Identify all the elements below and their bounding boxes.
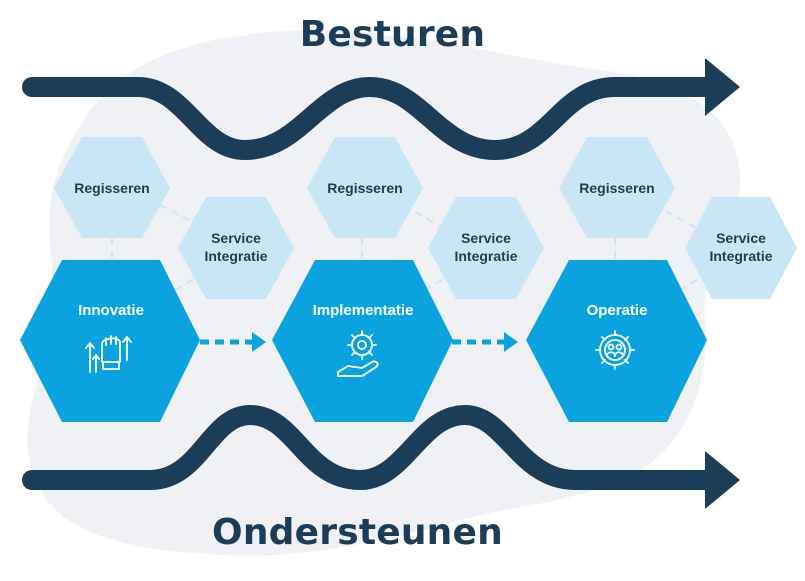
hex-service-integratie-2: Service Integratie <box>428 197 544 299</box>
top-flow-arrow <box>22 77 716 160</box>
bottom-arrow-head <box>705 451 740 509</box>
gear-wrench-hand-icon <box>337 330 379 377</box>
hex-service-integratie-3: Service Integratie <box>685 197 797 299</box>
hex-service-integratie-1: Service Integratie <box>178 197 294 299</box>
hex-innovatie: Innovatie <box>20 260 200 422</box>
integratie-label: Integratie <box>454 248 517 264</box>
hex-regisseren-2: Regisseren <box>307 137 423 238</box>
gear-people-icon <box>595 330 635 370</box>
title-besturen: Besturen <box>299 14 486 55</box>
fist-up-arrows-icon <box>85 335 132 373</box>
integratie-label: Integratie <box>709 248 772 264</box>
hex-implementatie: Implementatie <box>272 260 453 422</box>
main-label: Innovatie <box>78 302 144 319</box>
connector-lines <box>111 204 706 291</box>
flow-arrow-1 <box>200 332 266 352</box>
hex-regisseren-1: Regisseren <box>54 137 170 238</box>
main-label: Implementatie <box>313 302 414 319</box>
service-label: Service <box>716 230 766 246</box>
service-label: Service <box>461 230 511 246</box>
service-label: Service <box>211 230 261 246</box>
regisseren-label: Regisseren <box>327 180 402 196</box>
hex-operatie: Operatie <box>526 260 707 422</box>
main-label: Operatie <box>587 302 648 319</box>
title-ondersteunen: Ondersteunen <box>212 512 503 553</box>
top-arrow-head <box>705 58 740 116</box>
hex-regisseren-3: Regisseren <box>559 137 675 238</box>
regisseren-label: Regisseren <box>74 180 149 196</box>
integratie-label: Integratie <box>204 248 267 264</box>
bottom-flow-arrow <box>22 405 716 490</box>
flow-arrow-2 <box>452 332 518 352</box>
regisseren-label: Regisseren <box>579 180 654 196</box>
